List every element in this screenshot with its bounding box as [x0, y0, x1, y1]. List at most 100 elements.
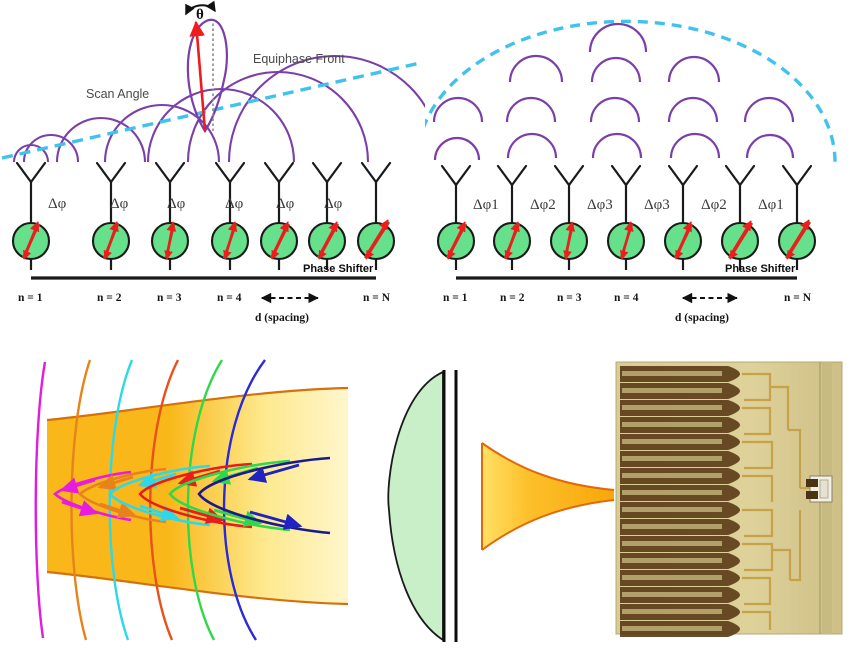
wave-arc	[146, 88, 296, 163]
wave-arc	[22, 133, 80, 163]
equiphase-front-line	[1, 61, 421, 160]
element-index-label: n = N	[784, 292, 812, 304]
horn-aperture-fill	[47, 388, 348, 604]
phase-front-curve	[34, 361, 47, 639]
wave-arc	[669, 132, 721, 159]
ray-arrow	[137, 472, 177, 489]
phase-shifter	[492, 218, 532, 270]
element-index-label: n = 2	[500, 292, 525, 304]
phase-label: Δφ	[324, 196, 343, 212]
phase-shifter	[11, 218, 51, 270]
phase-label: Δφ2	[701, 197, 727, 213]
phase-shifters-group	[11, 218, 396, 270]
panel-focused-phased-array: Δφ1 Δφ2 Δφ3 Δφ3 Δφ2 Δφ1	[425, 0, 850, 340]
wave-arc	[591, 132, 643, 159]
element-index-label: n = 3	[557, 292, 582, 304]
scan-angle-arrow	[189, 20, 207, 132]
wave-arc	[508, 54, 564, 83]
phase-label: Δφ1	[473, 197, 499, 213]
phase-shifter	[150, 218, 190, 270]
ray-arrow	[99, 502, 137, 519]
equiphase-front-arc	[425, 19, 837, 163]
phase-label: Δφ	[110, 196, 129, 212]
wave-arc	[745, 133, 795, 159]
feed-horn	[481, 442, 615, 551]
feed-network-traces	[742, 372, 812, 630]
phase-label: Δφ	[276, 196, 295, 212]
ray-arrow	[213, 508, 263, 527]
vivaldi-antenna-array-photo	[615, 361, 843, 637]
panel-beam-steering-phased-array: θ Scan Angle Equiphase Front	[0, 0, 425, 340]
element-index-label: n = 1	[18, 292, 43, 304]
dielectric-lens	[387, 370, 458, 642]
feed-horn-upper-edge	[481, 442, 615, 491]
main-beam-lobe	[186, 18, 228, 134]
phase-shifters-group	[436, 218, 817, 270]
phase-shifter-label: Phase Shifter	[303, 263, 374, 275]
element-index-label: n = N	[363, 292, 391, 304]
ray-arrow	[139, 504, 180, 522]
tapered-slot-elements	[620, 366, 740, 637]
phase-label: Δφ	[48, 196, 67, 212]
element-index-label: n = 1	[443, 292, 468, 304]
phase-shifter-label: Phase Shifter	[725, 263, 796, 275]
equiphase-front-label: Equiphase Front	[253, 52, 345, 66]
ray-arrow	[249, 510, 303, 530]
antenna-element	[553, 164, 585, 220]
antenna-element	[95, 161, 127, 220]
phase-front-curve	[222, 359, 266, 641]
antenna-element	[667, 164, 699, 220]
ray-arrow	[61, 500, 99, 517]
spacing-label: d (spacing)	[675, 312, 729, 324]
element-index-label: n = 4	[614, 292, 639, 304]
wave-arc	[588, 22, 648, 53]
theta-arc-arrow	[185, 0, 216, 16]
antenna-element	[15, 161, 47, 220]
antenna-element	[610, 164, 642, 220]
phase-front-curve	[149, 359, 180, 641]
phase-front-curve	[108, 359, 134, 641]
ray-path	[78, 467, 167, 524]
wave-arc	[433, 136, 481, 161]
spacing-label: d (spacing)	[255, 312, 309, 324]
scan-angle-label: Scan Angle	[86, 87, 149, 101]
focused-array-svg: Δφ1 Δφ2 Δφ3 Δφ3 Δφ2 Δφ1	[425, 19, 837, 324]
theta-label: θ	[196, 7, 204, 23]
element-index-label: n = 4	[217, 292, 242, 304]
phase-shifter	[720, 218, 760, 270]
antenna-element	[214, 161, 246, 220]
lens-body	[387, 370, 444, 642]
element-index-label: n = 3	[157, 292, 182, 304]
feed-horn-lower-edge	[481, 499, 615, 551]
phase-label: Δφ2	[530, 197, 556, 213]
phase-front-curves-group	[34, 359, 266, 641]
phase-shifter	[777, 218, 817, 270]
ray-arrow	[179, 506, 225, 524]
antenna-element	[360, 161, 392, 220]
ray-arrow	[97, 474, 134, 491]
antenna-element	[496, 164, 528, 220]
phase-shifter	[356, 218, 396, 270]
phase-shifter	[259, 218, 299, 270]
wave-arc	[432, 96, 484, 123]
phase-label: Δφ3	[644, 197, 670, 213]
wave-arc	[667, 55, 721, 83]
antenna-element	[154, 161, 186, 220]
wavefront-arcs-group	[432, 22, 795, 161]
phase-label: Δφ3	[587, 197, 613, 213]
phase-shifter	[663, 218, 703, 270]
beam-steering-svg: θ Scan Angle Equiphase Front	[1, 0, 425, 324]
phase-front-curve	[70, 359, 92, 641]
phase-shifter	[549, 218, 589, 270]
antenna-element	[311, 161, 343, 220]
antenna-elements-group	[440, 164, 813, 220]
ray-paths-group	[53, 456, 331, 535]
wave-arc	[589, 96, 641, 123]
phase-shifter	[91, 218, 131, 270]
wave-arc	[506, 132, 558, 159]
phase-label: Δφ1	[758, 197, 784, 213]
antenna-elements-group	[15, 161, 392, 220]
ray-arrow	[59, 477, 96, 494]
panel-horn-lens-array	[0, 340, 850, 652]
